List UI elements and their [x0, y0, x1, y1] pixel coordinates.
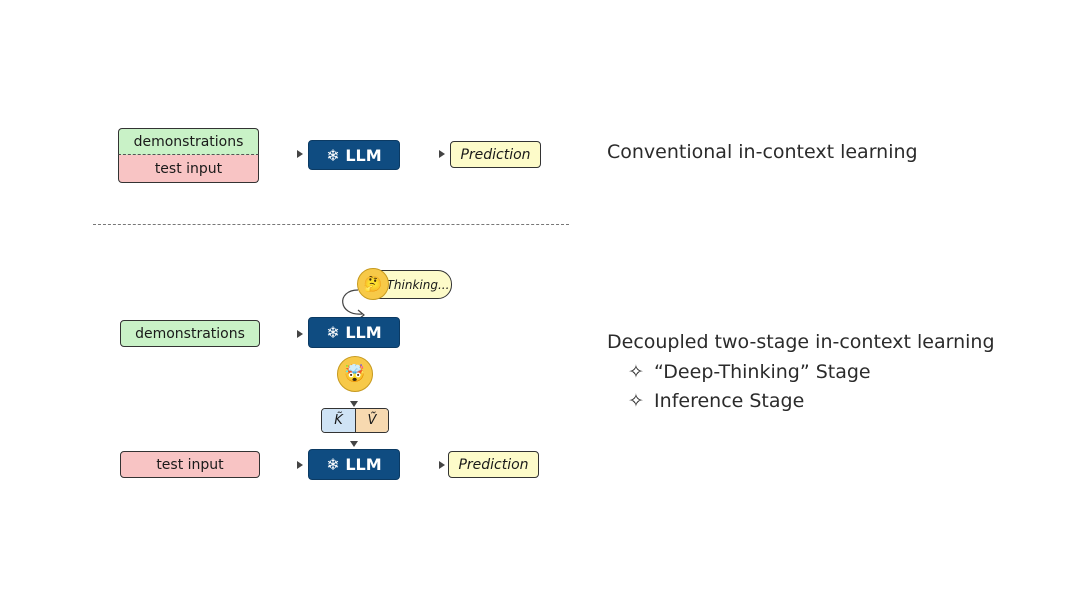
v-cell: Ṽ: [356, 409, 388, 432]
bottom-arrow-to-llm-top: [297, 330, 303, 338]
arrow-down-to-llm-bottom: [350, 441, 358, 447]
bottom-llm-bottom-box: ❄ LLM: [308, 449, 400, 480]
kv-cache-box: K̃ Ṽ: [321, 408, 389, 433]
top-caption: Conventional in-context learning: [607, 141, 918, 163]
bottom-demonstrations-label: demonstrations: [135, 325, 245, 342]
section-divider: [93, 224, 569, 225]
top-prediction-box: Prediction: [450, 141, 541, 168]
top-test-input-label: test input: [154, 160, 223, 177]
bottom-prediction-label: Prediction: [458, 456, 529, 473]
stage-item-inference: ✧ Inference Stage: [628, 390, 804, 412]
bottom-test-input-box: test input: [120, 451, 260, 478]
exploding-head-emoji: 🤯: [337, 356, 373, 392]
bottom-arrow-to-llm-bottom: [297, 461, 303, 469]
bottom-llm-bottom-label: ❄ LLM: [326, 455, 382, 474]
bottom-llm-top-label: ❄ LLM: [326, 323, 382, 342]
top-test-input-box: test input: [118, 155, 259, 183]
arrow-down-to-kv: [350, 401, 358, 407]
bottom-caption: Decoupled two-stage in-context learning: [607, 331, 995, 353]
stage-item-deep-thinking: ✧ “Deep-Thinking” Stage: [628, 361, 871, 383]
v-label: Ṽ: [367, 413, 377, 428]
thinking-face-emoji: 🤔: [357, 268, 389, 300]
top-demonstrations-label: demonstrations: [133, 133, 244, 150]
stage-label-deep-thinking: “Deep-Thinking” Stage: [654, 361, 871, 383]
diamond-icon: ✧: [628, 361, 644, 383]
bottom-arrow-to-prediction: [439, 461, 445, 469]
diamond-icon: ✧: [628, 390, 644, 412]
thinking-label: Thinking...: [386, 277, 450, 292]
bottom-llm-top-box: ❄ LLM: [308, 317, 400, 348]
top-llm-box: ❄ LLM: [308, 140, 400, 170]
bottom-demonstrations-box: demonstrations: [120, 320, 260, 347]
bottom-test-input-label: test input: [156, 456, 224, 473]
stage-label-inference: Inference Stage: [654, 390, 805, 412]
top-prediction-label: Prediction: [460, 146, 531, 163]
top-arrow-to-prediction: [439, 150, 445, 158]
top-arrow-to-llm: [297, 150, 303, 158]
bottom-prediction-box: Prediction: [448, 451, 539, 478]
top-demonstrations-box: demonstrations: [118, 128, 259, 155]
k-label: K̃: [334, 413, 343, 428]
k-cell: K̃: [322, 409, 356, 432]
top-llm-label: ❄ LLM: [326, 145, 382, 165]
